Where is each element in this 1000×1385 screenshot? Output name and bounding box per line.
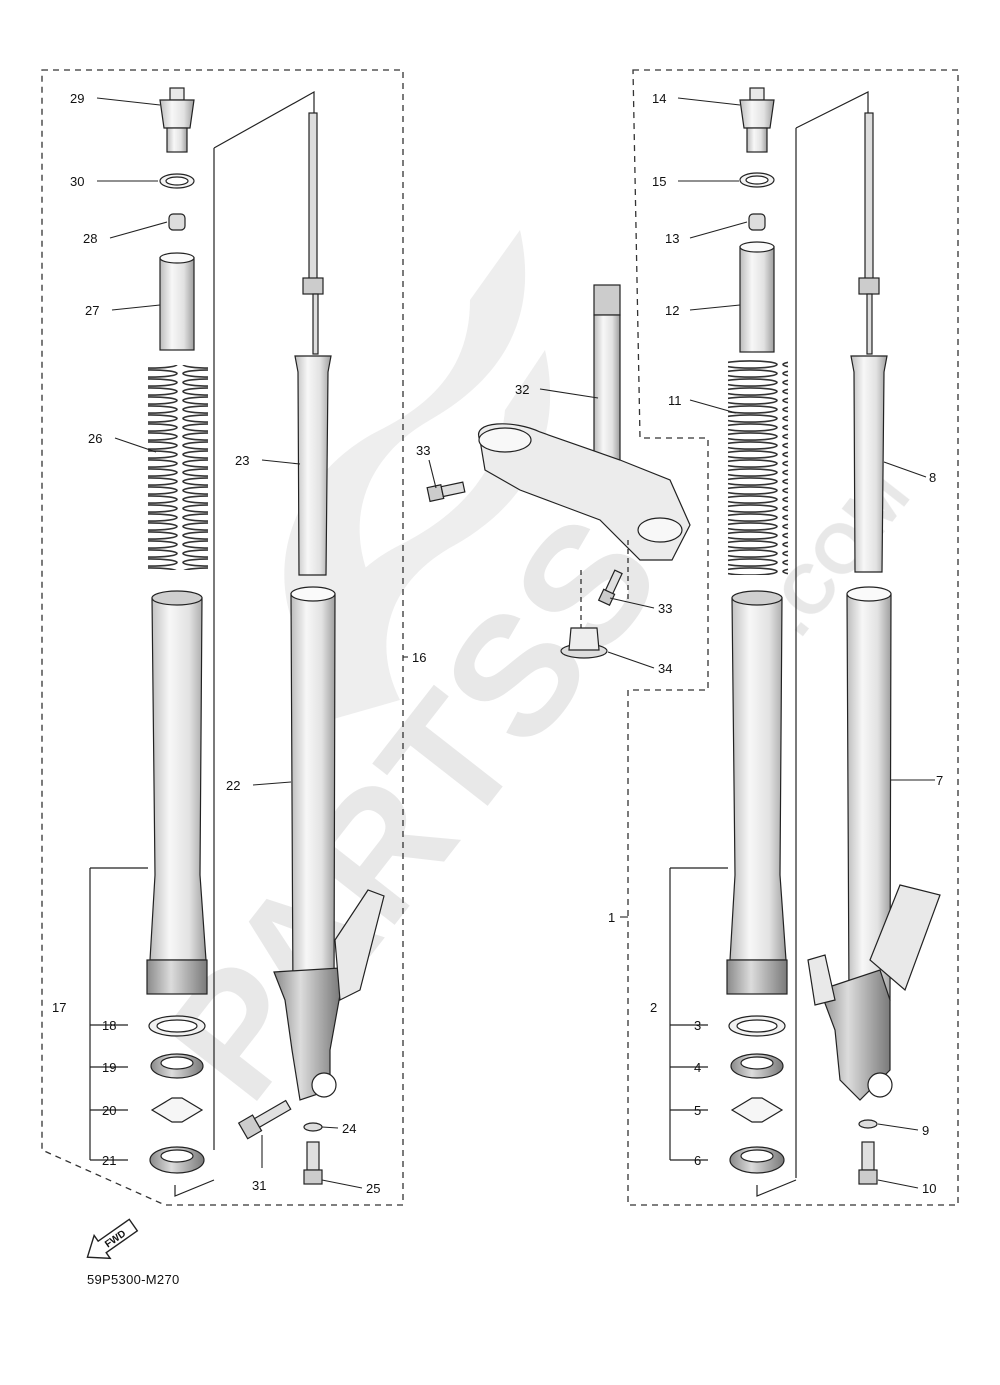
diagram-code: 59P5300-M270 — [87, 1272, 180, 1287]
axle-bracket-right — [807, 884, 941, 1101]
left-fork-boundary — [41, 69, 404, 1206]
left-fork-assembly — [146, 87, 385, 1185]
cap-bolt-14 — [739, 87, 775, 153]
bolt-31 — [237, 1099, 292, 1140]
label-18: 18 — [102, 1018, 116, 1033]
label-20: 20 — [102, 1103, 116, 1118]
label-29: 29 — [70, 91, 84, 106]
label-7: 7 — [936, 773, 943, 788]
steering-stem-assembly — [426, 284, 691, 659]
right-fork-assembly — [726, 87, 941, 1185]
label-28: 28 — [83, 231, 97, 246]
label-33-upper: 33 — [416, 443, 430, 458]
label-23: 23 — [235, 453, 249, 468]
label-14: 14 — [652, 91, 666, 106]
label-9: 9 — [922, 1123, 929, 1138]
label-33-lower: 33 — [658, 601, 672, 616]
label-25: 25 — [366, 1181, 380, 1196]
steering-stem-32 — [593, 284, 621, 466]
label-26: 26 — [88, 431, 102, 446]
label-27: 27 — [85, 303, 99, 318]
label-16: 16 — [412, 650, 426, 665]
clip-5 — [730, 1097, 784, 1123]
label-6: 6 — [694, 1153, 701, 1168]
label-19: 19 — [102, 1060, 116, 1075]
label-30: 30 — [70, 174, 84, 189]
label-24: 24 — [342, 1121, 356, 1136]
label-15: 15 — [652, 174, 666, 189]
washer-13 — [748, 213, 766, 231]
label-4: 4 — [694, 1060, 701, 1075]
label-10: 10 — [922, 1181, 936, 1196]
spring-11 — [728, 360, 788, 575]
nut-34 — [560, 627, 608, 659]
label-13: 13 — [665, 231, 679, 246]
label-17: 17 — [52, 1000, 66, 1015]
label-12: 12 — [665, 303, 679, 318]
label-3: 3 — [694, 1018, 701, 1033]
outer-tube-2 — [726, 590, 788, 995]
gasket-24 — [303, 1122, 323, 1132]
group-borders — [41, 69, 959, 1206]
gasket-9 — [858, 1119, 878, 1129]
part-labels: 29 30 28 27 26 23 22 16 17 18 19 20 21 2… — [52, 91, 943, 1196]
group-brackets — [89, 90, 869, 1197]
damper-rod-23 — [294, 112, 332, 576]
inner-tube-7 — [846, 586, 892, 1001]
label-11: 11 — [668, 393, 682, 408]
label-1: 1 — [608, 910, 615, 925]
label-22: 22 — [226, 778, 240, 793]
cap-bolt-29 — [159, 87, 195, 153]
leader-lines — [96, 97, 935, 1189]
label-31: 31 — [252, 1178, 266, 1193]
label-34: 34 — [658, 661, 672, 676]
arrow-icon — [86, 1218, 139, 1260]
bolt-33-lower — [597, 569, 623, 607]
washer-28 — [168, 213, 186, 231]
label-21: 21 — [102, 1153, 116, 1168]
bolt-25 — [303, 1141, 323, 1185]
clip-20 — [150, 1097, 204, 1123]
label-32: 32 — [515, 382, 529, 397]
bolt-10 — [858, 1141, 878, 1185]
watermark: PARTSS .COM — [129, 230, 924, 1133]
right-fork-boundary — [627, 69, 959, 1206]
spacer-27 — [159, 257, 195, 351]
outer-tube-17 — [146, 590, 208, 995]
label-5: 5 — [694, 1103, 701, 1118]
label-8: 8 — [929, 470, 936, 485]
bolt-33-upper — [426, 481, 466, 503]
spacer-12 — [739, 246, 775, 353]
forward-arrow: FWD — [86, 1218, 139, 1260]
inner-tube-22 — [290, 586, 336, 1001]
axle-bracket — [273, 889, 385, 1101]
damper-rod-8 — [850, 112, 888, 573]
spring-26 — [148, 365, 208, 570]
label-2: 2 — [650, 1000, 657, 1015]
